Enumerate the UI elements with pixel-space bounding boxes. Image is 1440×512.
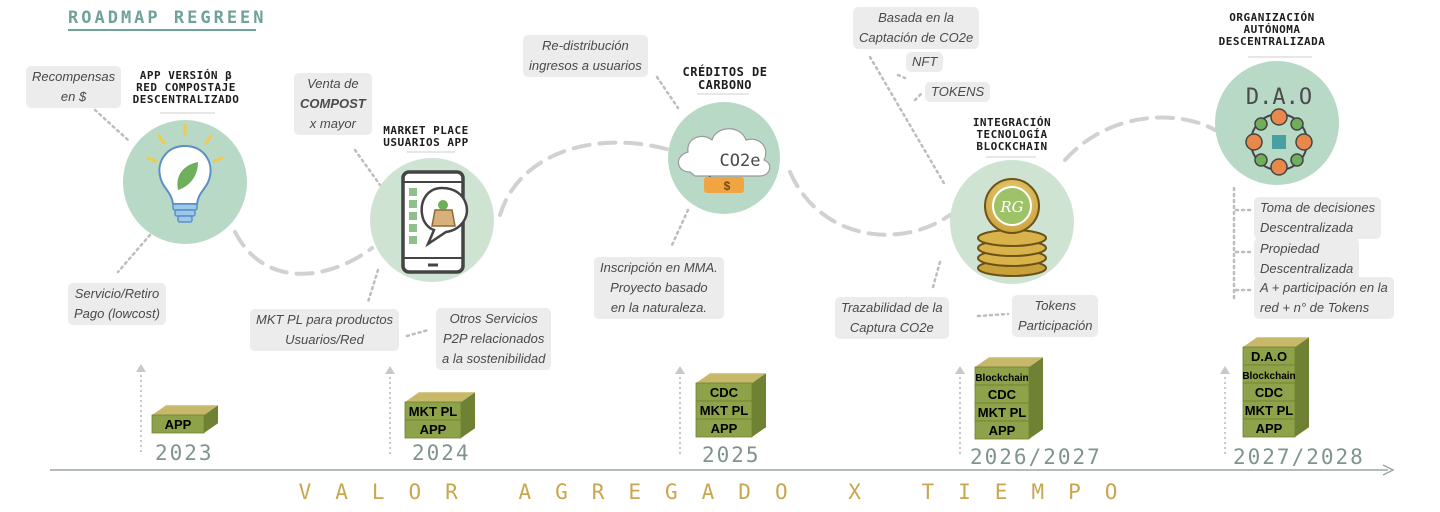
year-2026-2027: 2026/2027 <box>970 445 1102 469</box>
connector-1 <box>235 232 372 274</box>
stack-block-label: MKT PL <box>978 405 1026 420</box>
stack-block-label: APP <box>165 417 192 432</box>
leader-tokens-part <box>978 314 1008 316</box>
leader-trazabilidad <box>933 262 940 287</box>
connector-4 <box>1065 118 1215 160</box>
stack-block-label: MKT PL <box>700 403 748 418</box>
smartphone-market-icon <box>403 172 467 272</box>
year-2024: 2024 <box>412 441 471 465</box>
stack-block-label: CDC <box>710 385 739 400</box>
note-tokens: TOKENS <box>925 82 990 102</box>
year-arrowheads <box>136 364 1230 374</box>
stack-block-label: APP <box>420 422 447 437</box>
connector-2 <box>500 143 670 215</box>
year-2027-2028: 2027/2028 <box>1233 445 1365 469</box>
leader-recompensas <box>95 110 128 140</box>
stack-block-label: APP <box>711 421 738 436</box>
leader-nft <box>898 75 905 78</box>
year-arrows <box>141 370 1225 455</box>
leader-venta <box>355 150 380 185</box>
coin-rg-text: RG <box>999 198 1023 216</box>
leader-inscripcion <box>672 210 688 245</box>
connector-3 <box>790 172 950 235</box>
stack-block-label: CDC <box>1255 385 1284 400</box>
stack-block-label: CDC <box>988 387 1017 402</box>
stack-block-label: APP <box>989 423 1016 438</box>
stack-block-label: D.A.O <box>1251 349 1287 364</box>
leader-basada <box>870 57 945 185</box>
roadmap-title: ROADMAP REGREEN <box>68 8 267 28</box>
year-2023: 2023 <box>155 441 214 465</box>
value-over-time-label: VALOR AGREGADO X TIEMPO <box>0 480 1440 504</box>
stack-block-label: Blockchain <box>1242 371 1295 382</box>
leader-servicio <box>118 235 150 272</box>
stack-block-label: MKT PL <box>409 404 457 419</box>
dao-icon-text: D.A.O <box>1246 85 1312 110</box>
stack-block-label: Blockchain <box>975 373 1028 384</box>
co2-icon-text: CO2e <box>720 151 761 171</box>
leader-otros <box>407 330 428 336</box>
stack-side-2026/2027 <box>1029 357 1043 439</box>
leader-mktpl <box>368 270 378 302</box>
stack-block-label: MKT PL <box>1245 403 1293 418</box>
stack-block-label: APP <box>1256 421 1283 436</box>
stack-side-2025 <box>752 373 766 437</box>
roadmap-title-underline <box>68 29 256 31</box>
leader-tokens <box>915 93 922 100</box>
year-2025: 2025 <box>702 443 761 467</box>
note-nft: NFT <box>906 52 943 72</box>
stack-side-2027/2028 <box>1295 337 1309 437</box>
price-tag-text: $ <box>724 179 731 193</box>
